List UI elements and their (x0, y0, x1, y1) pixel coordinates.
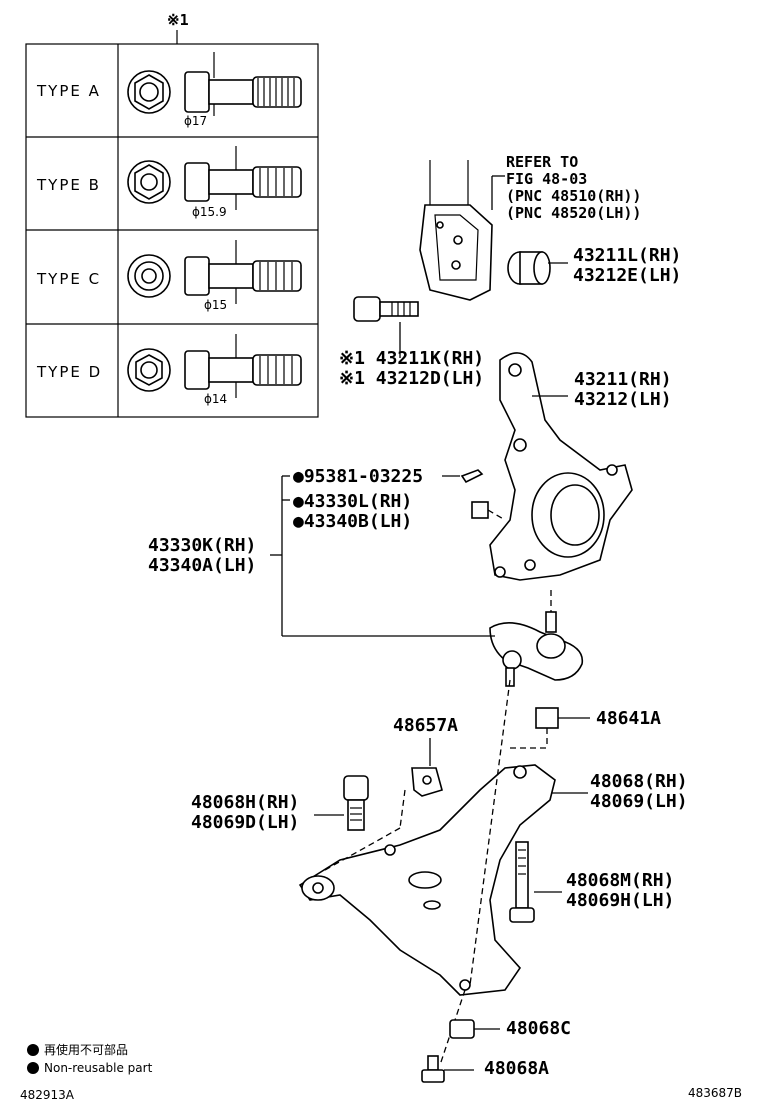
legend-item-jp: 再使用不可部品 (27, 1041, 128, 1058)
arm-bolt-icon (314, 775, 369, 831)
nut-48068c-icon (449, 1019, 500, 1039)
knuckle-bolt-icon (353, 296, 419, 358)
long-bolt-icon (509, 841, 562, 923)
type-c-bolt-icon (127, 240, 302, 304)
label-arm-bolt-lh: 48069D(LH) (191, 812, 300, 833)
legend-text-jp: 再使用不可部品 (44, 1043, 129, 1057)
label-arm-rh: 48068(RH) (590, 771, 688, 792)
label-nut-top: 48641A (596, 708, 662, 729)
castle-nut-icon (471, 501, 506, 521)
bullet-icon (27, 1044, 39, 1056)
footer-left-code: 482913A (20, 1088, 75, 1102)
label-bushing-lh: 43212E(LH) (573, 265, 682, 286)
footer-right-code: 483687B (688, 1086, 743, 1100)
type-c-label: TYPE C (37, 270, 102, 288)
ball-joint-icon (489, 590, 584, 687)
label-cotter-pin: ●95381-03225 (293, 466, 424, 487)
refer-line2: FIG 48-03 (506, 170, 588, 188)
refer-line3: (PNC 48510(RH)) (506, 187, 642, 205)
label-nut-c: 48068C (506, 1018, 572, 1039)
label-nut-rh: ●43330L(RH) (293, 491, 413, 512)
nut-48641a-icon (510, 707, 590, 749)
type-d-bolt-icon (127, 334, 302, 398)
bracket-48657a-icon (411, 738, 443, 797)
group-bracket (270, 475, 495, 637)
label-knuckle-rh: 43211(RH) (574, 369, 672, 390)
label-arm-bolt-rh: 48068H(RH) (191, 792, 300, 813)
lower-control-arm-icon (298, 679, 588, 1066)
label-bolt-rh: ※1 43211K(RH) (339, 348, 485, 369)
refer-line1: REFER TO (506, 153, 579, 171)
bushing-icon (507, 251, 568, 285)
legend-text-en: Non-reusable part (44, 1061, 153, 1075)
label-nut-lh: ●43340B(LH) (293, 511, 413, 532)
type-a-diameter: ϕ17 (184, 114, 208, 128)
type-a-label: TYPE A (37, 82, 101, 100)
label-long-bolt-rh: 48068M(RH) (566, 870, 675, 891)
steering-knuckle-icon (489, 352, 633, 581)
type-d-label: TYPE D (37, 363, 103, 381)
strut-bracket-icon (419, 160, 505, 301)
type-b-diameter: ϕ15.9 (192, 205, 227, 219)
label-arm-lh: 48069(LH) (590, 791, 688, 812)
label-knuckle-lh: 43212(LH) (574, 389, 672, 410)
label-bolt-lh: ※1 43212D(LH) (339, 368, 485, 389)
type-c-diameter: ϕ15 (204, 298, 228, 312)
cotter-pin-icon (442, 469, 484, 484)
label-bracket: 48657A (393, 715, 459, 736)
legend-item-en: Non-reusable part (27, 1061, 152, 1075)
bullet-icon (27, 1062, 39, 1074)
label-long-bolt-lh: 48069H(LH) (566, 890, 675, 911)
label-bolt-a: 48068A (484, 1058, 550, 1079)
type-table (25, 30, 319, 418)
label-bushing-rh: 43211L(RH) (573, 245, 682, 266)
label-ball-joint-rh: 43330K(RH) (148, 535, 257, 556)
type-a-bolt-icon (127, 52, 302, 116)
label-ball-joint-lh: 43340A(LH) (148, 555, 257, 576)
type-b-label: TYPE B (37, 176, 101, 194)
header-mark: ※1 (167, 11, 189, 29)
bolt-48068a-icon (421, 1055, 474, 1083)
type-d-diameter: ϕ14 (204, 392, 228, 406)
type-b-bolt-icon (127, 146, 302, 210)
refer-line4: (PNC 48520(LH)) (506, 204, 642, 222)
